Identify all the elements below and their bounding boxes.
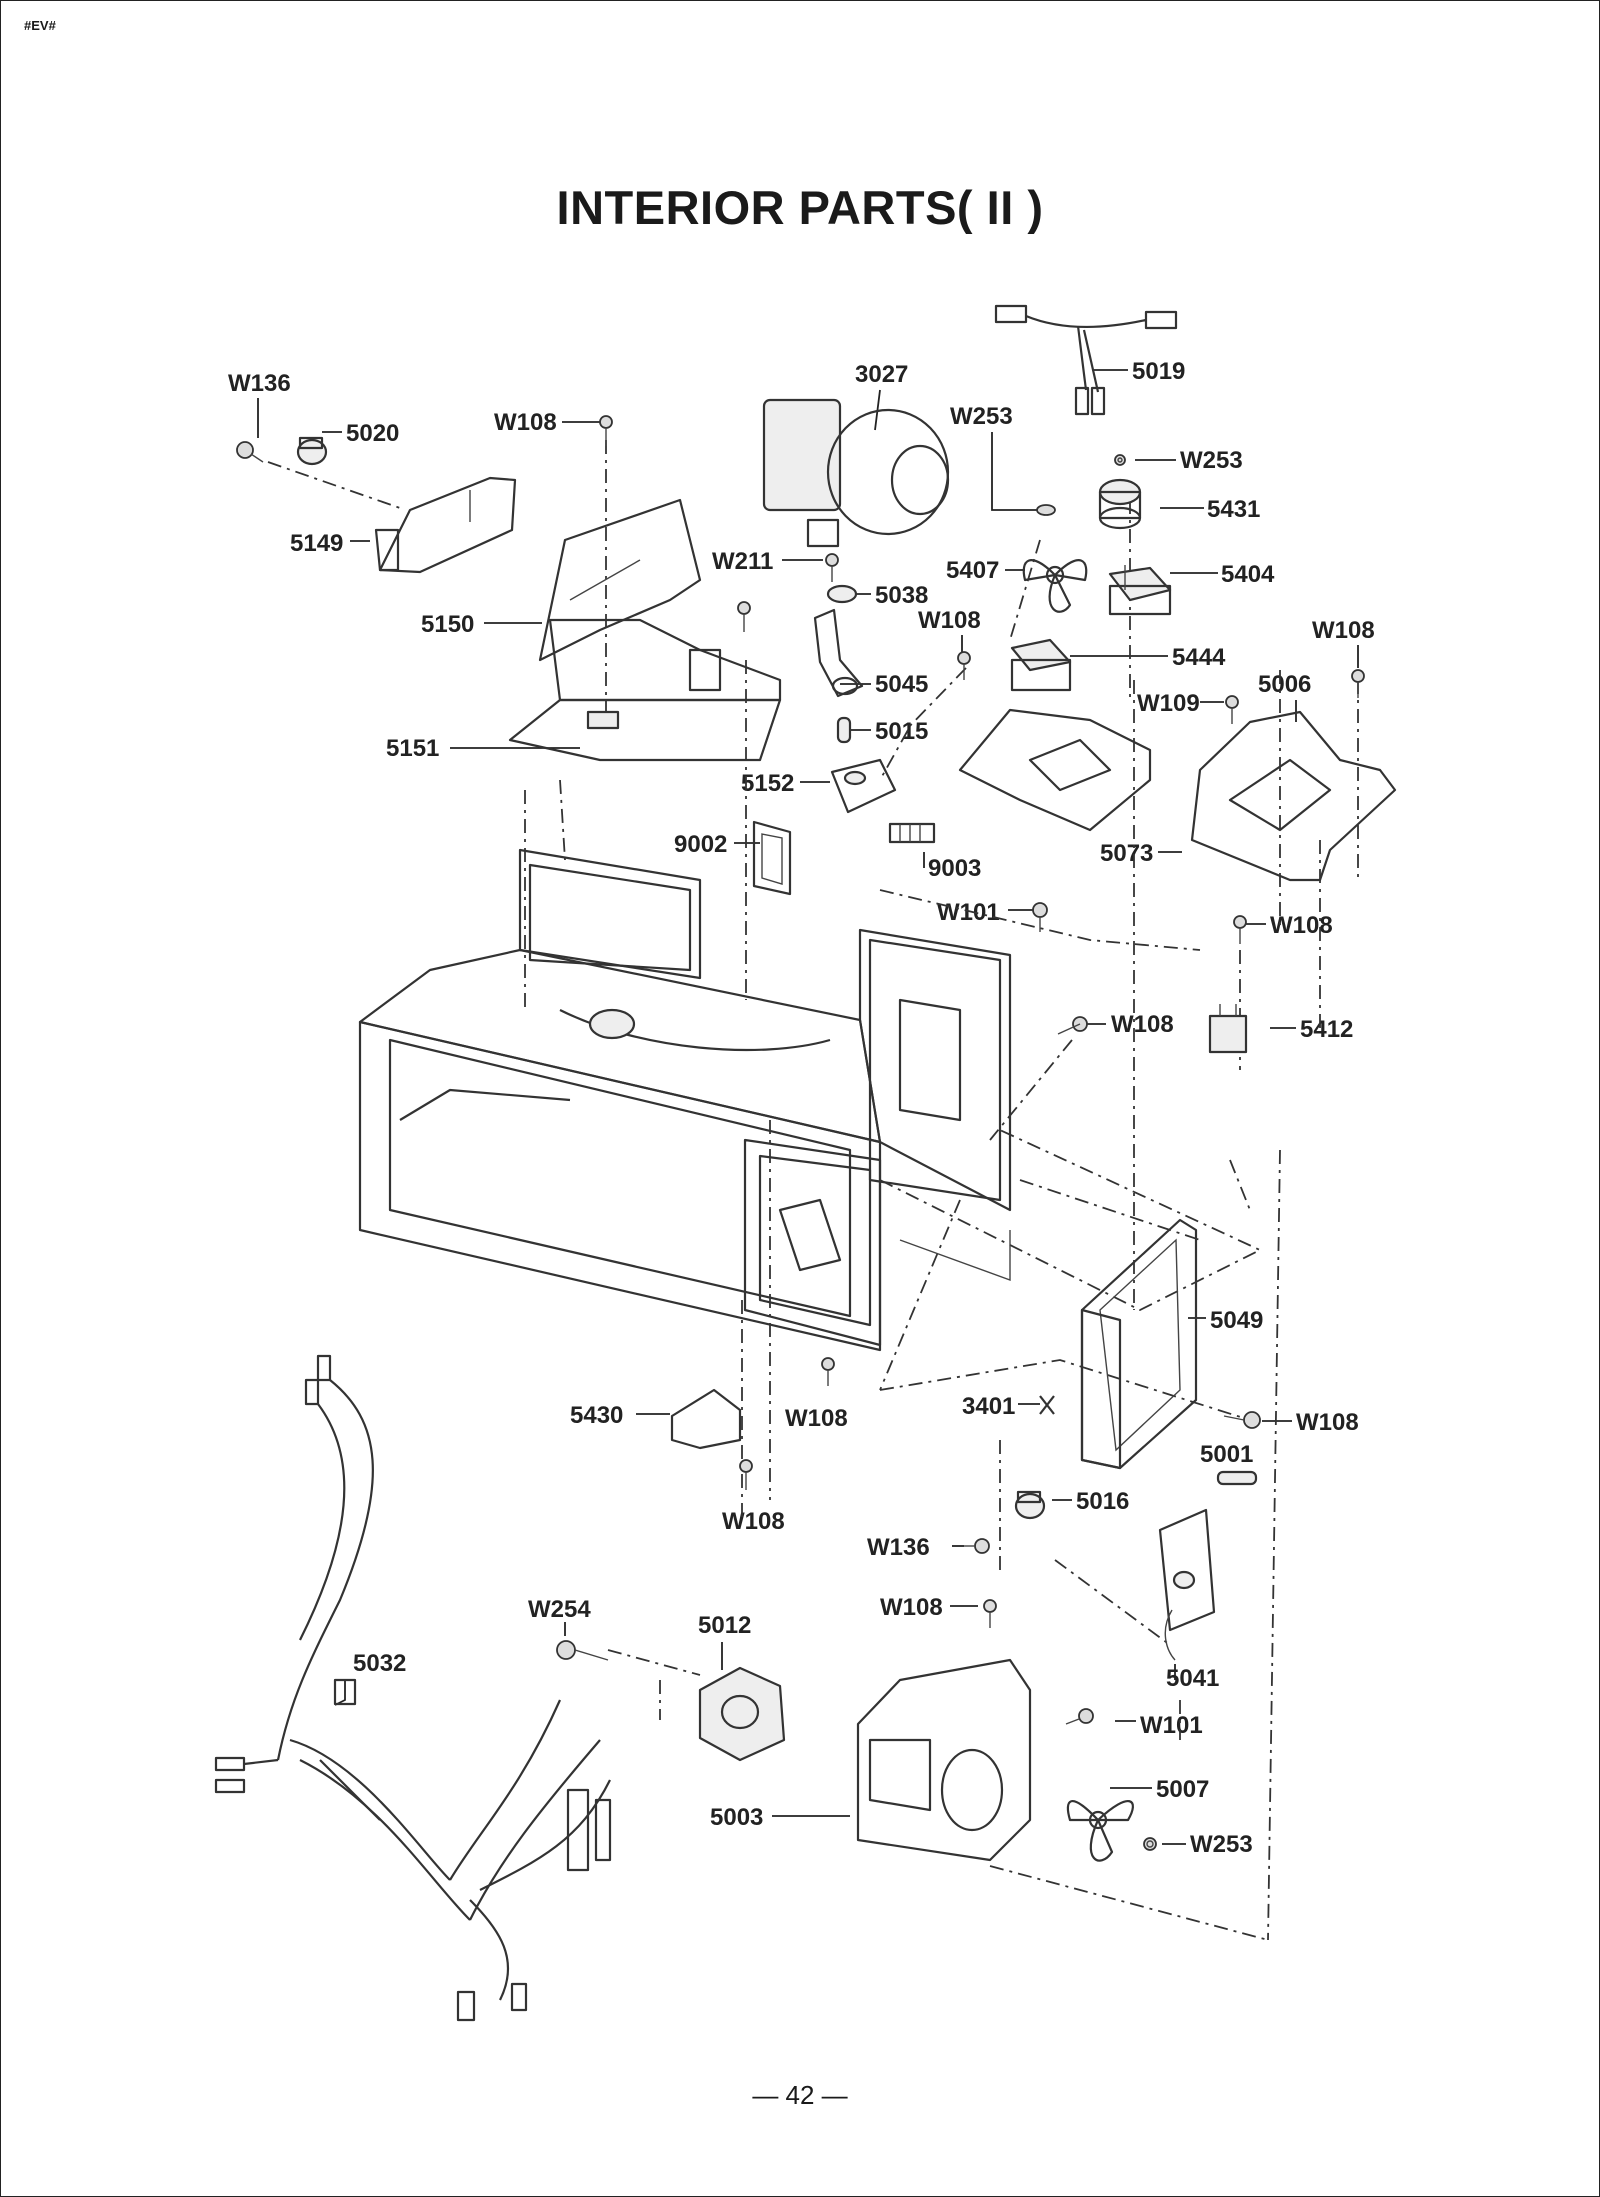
part-label: 5012: [698, 1612, 751, 1639]
part-label: 5038: [875, 582, 928, 609]
thermostat-5016: [1014, 1490, 1046, 1520]
page-number: — 42 —: [752, 2080, 848, 2110]
fan-5007: [1066, 1800, 1134, 1862]
part-label: 5019: [1132, 358, 1185, 385]
part-label: 5041: [1166, 1665, 1219, 1692]
part-label: 5016: [1076, 1488, 1129, 1515]
duct-5006: [1190, 710, 1397, 882]
part-label: W254: [528, 1596, 591, 1623]
magnetron-5012: [698, 1666, 786, 1762]
part-9003: [888, 822, 936, 844]
part-label: W109: [1137, 690, 1200, 717]
thermostat-5020: [296, 436, 328, 466]
part-5038: [826, 584, 858, 604]
part-labels: W136 5020 W108 3027 5019 W253 W253 5431 …: [228, 358, 1375, 1858]
switch-5412: [1208, 1004, 1248, 1054]
part-label: W211: [712, 548, 773, 575]
part-label: 5430: [570, 1402, 623, 1429]
bracket-5150: [538, 498, 702, 662]
main-cavity: [358, 848, 1012, 1352]
part-label: W253: [1180, 447, 1243, 474]
page-title: INTERIOR PARTS( II ): [556, 181, 1044, 234]
harness-5019: [994, 304, 1178, 416]
screws: [236, 415, 1365, 1851]
part-label: 3027: [855, 361, 908, 388]
part-3401: [1039, 1395, 1055, 1415]
part-label: 9003: [928, 855, 981, 882]
plate-5151: [508, 618, 782, 762]
part-9002: [752, 820, 792, 896]
bracket-5045: [813, 608, 864, 698]
part-label: 5444: [1172, 644, 1226, 671]
part-label: 5003: [710, 1804, 763, 1831]
assembly-lines: [267, 440, 1359, 1941]
part-label: W108: [1296, 1409, 1359, 1436]
harness-5032: [214, 1354, 612, 2022]
part-label: 5152: [741, 770, 794, 797]
panel-5049: [1080, 1218, 1198, 1470]
part-label: W108: [785, 1405, 848, 1432]
fuse-5001: [1216, 1470, 1258, 1486]
part-5152: [830, 758, 897, 814]
part-label: W108: [1312, 617, 1375, 644]
part-label: W108: [918, 607, 981, 634]
coupling-5431: [1098, 478, 1142, 530]
part-label: 5404: [1221, 561, 1275, 588]
part-label: W101: [937, 899, 1000, 926]
motor-5404: [1108, 565, 1172, 616]
part-label: W108: [880, 1594, 943, 1621]
part-label: 5006: [1258, 671, 1311, 698]
part-label: 5073: [1100, 840, 1153, 867]
part-label: 5431: [1207, 496, 1260, 523]
blower-3027: [762, 398, 950, 548]
part-label: 5001: [1200, 1441, 1253, 1468]
fan-5407: [1022, 559, 1088, 613]
part-label: 5020: [346, 420, 399, 447]
part-label: 5149: [290, 530, 343, 557]
part-label: 5407: [946, 557, 999, 584]
board-5041: [1158, 1508, 1216, 1661]
part-label: W136: [228, 370, 291, 397]
part-5015: [836, 716, 852, 744]
part-label: 5049: [1210, 1307, 1263, 1334]
fan-housing-5003: [856, 1658, 1032, 1862]
part-label: 5151: [386, 735, 439, 762]
part-label: W253: [950, 403, 1013, 430]
part-label: 5150: [421, 611, 474, 638]
part-label: 5045: [875, 671, 928, 698]
part-label: W108: [494, 409, 557, 436]
part-label: W108: [1111, 1011, 1174, 1038]
part-label: 5007: [1156, 1776, 1209, 1803]
part-label: W108: [1270, 912, 1333, 939]
part-5430: [670, 1388, 742, 1450]
corner-tag: #EV#: [24, 18, 56, 33]
part-label: W136: [867, 1534, 930, 1561]
bracket-5149: [374, 476, 517, 574]
motor-5444: [1010, 638, 1072, 692]
part-label: W101: [1140, 1712, 1203, 1739]
bracket-5073: [958, 708, 1152, 832]
part-label: 5412: [1300, 1016, 1353, 1043]
part-label: W253: [1190, 1831, 1253, 1858]
part-label: 5032: [353, 1650, 406, 1677]
part-label: 3401: [962, 1393, 1015, 1420]
part-label: W108: [722, 1508, 785, 1535]
part-label: 9002: [674, 831, 727, 858]
